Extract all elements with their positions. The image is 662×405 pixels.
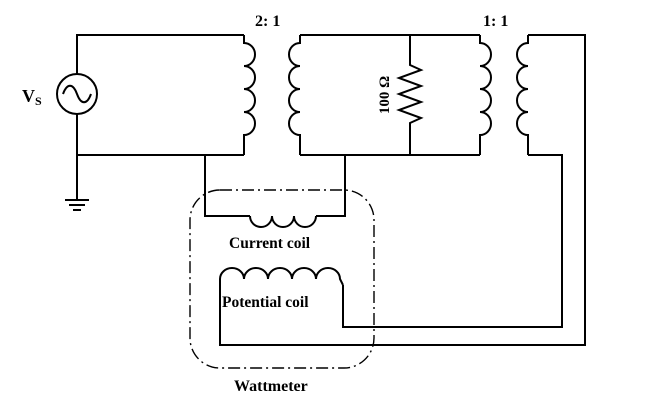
potential-coil (219, 267, 344, 286)
transformer-2-ratio: 1: 1 (483, 13, 508, 30)
transformer-1-ratio: 2: 1 (255, 13, 280, 30)
source-label: VS (22, 86, 42, 108)
source-loop-wires (76, 34, 244, 200)
secondary-loop-wires (300, 34, 480, 156)
current-coil (249, 215, 317, 228)
potential-coil-label: Potential coil (222, 294, 309, 311)
ac-voltage-source (56, 73, 98, 115)
potential-circuit-wires (219, 34, 586, 346)
current-coil-wires (204, 155, 346, 217)
transformer-1-secondary-coil (288, 35, 301, 155)
current-coil-label: Current coil (229, 235, 311, 252)
transformer-1-primary-coil (243, 35, 256, 155)
resistor-100-ohm (396, 35, 424, 155)
wattmeter-label: Wattmeter (234, 378, 308, 395)
wattmeter-boundary (189, 189, 375, 369)
ground-icon (65, 199, 89, 211)
resistor-label: 100 Ω (377, 76, 393, 114)
transformer-2-primary-coil (479, 35, 492, 155)
transformer-2-secondary-coil (516, 35, 529, 155)
